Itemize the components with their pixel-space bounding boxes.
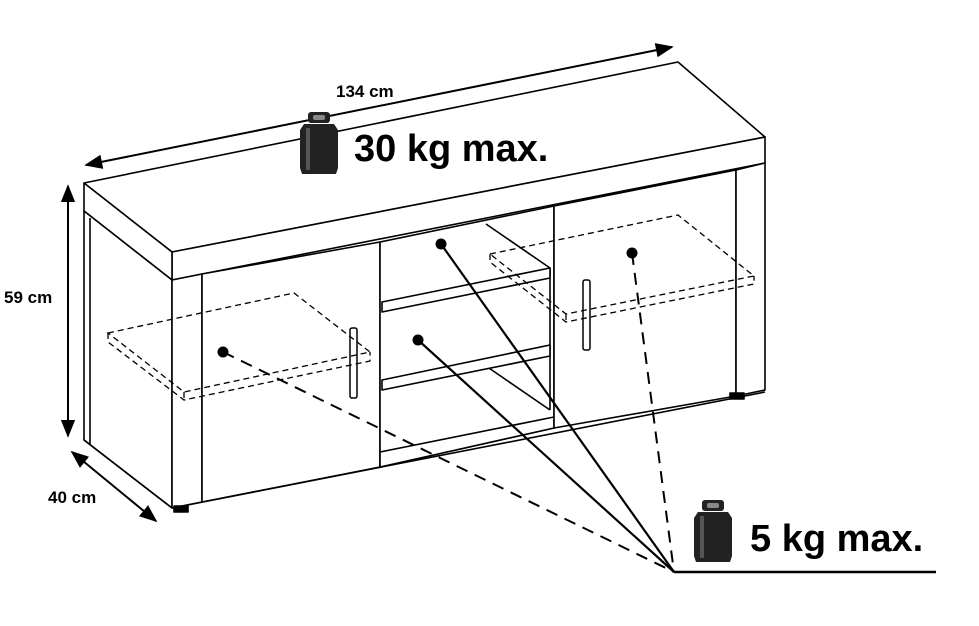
right-door-handle <box>582 279 591 351</box>
top-load-label: 30 kg max. <box>354 128 548 170</box>
leader-upper-shelf <box>440 243 675 573</box>
front-foot-right <box>729 392 745 400</box>
load-points <box>217 238 638 358</box>
height-label: 59 cm <box>4 288 52 307</box>
load-point-left-hidden <box>217 346 229 358</box>
weight-icon <box>300 112 338 174</box>
load-point-upper-shelf <box>435 238 447 250</box>
hidden-shelves <box>106 214 756 401</box>
shelf-load-label: 5 kg max. <box>750 518 923 560</box>
depth-arrow <box>70 450 158 523</box>
door-handles <box>349 279 591 399</box>
depth-label: 40 cm <box>48 488 96 507</box>
dimension-lines <box>60 43 674 523</box>
front-foot-left <box>173 505 189 513</box>
cabinet <box>83 61 766 513</box>
load-point-lower-shelf <box>412 334 424 346</box>
load-leaders <box>222 243 936 574</box>
left-door-handle <box>349 327 358 399</box>
width-arrow <box>84 43 674 169</box>
width-label: 134 cm <box>336 82 394 101</box>
upper-shelf <box>381 267 551 313</box>
leader-right-hidden <box>631 252 675 573</box>
load-point-right-hidden <box>626 247 638 259</box>
right-hidden-shelf <box>488 214 756 315</box>
lower-shelf <box>381 344 551 391</box>
right-stile <box>735 162 766 397</box>
leader-left-hidden <box>222 351 675 573</box>
compartment-back-top <box>485 223 551 269</box>
compartment-back-bottom <box>485 365 551 411</box>
leader-lower-shelf <box>417 339 675 573</box>
right-door <box>553 169 737 429</box>
weight-icon <box>694 500 732 562</box>
